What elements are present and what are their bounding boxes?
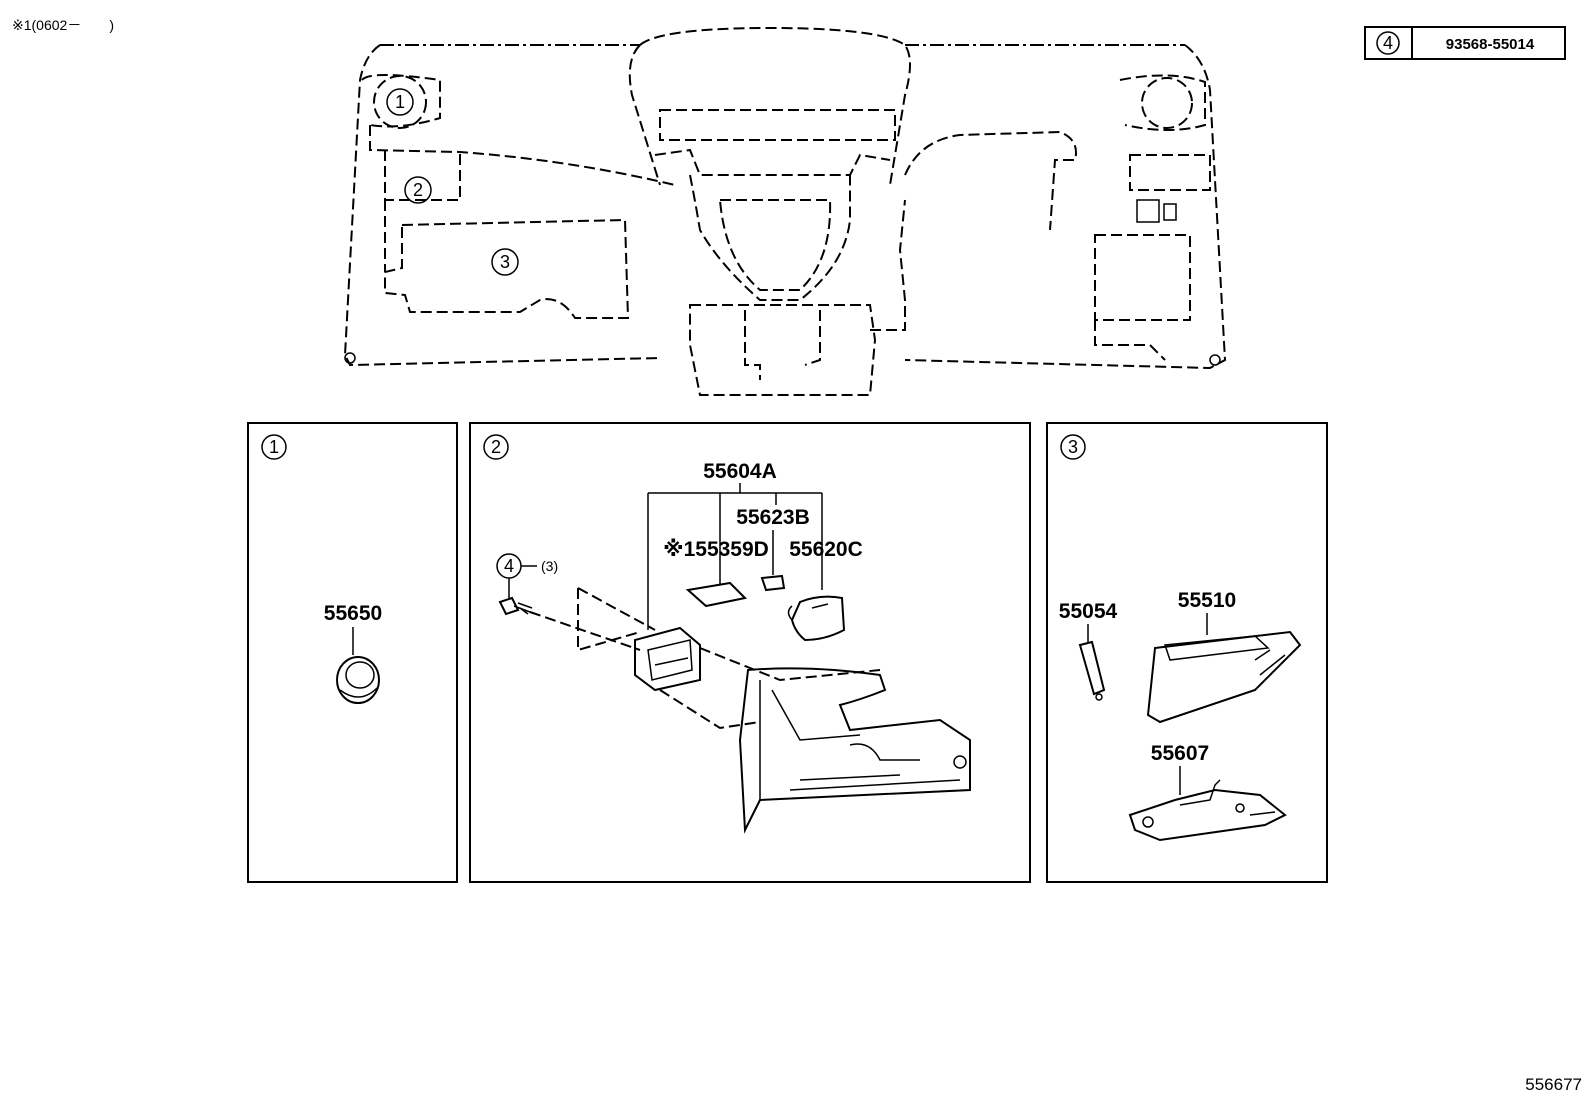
- air-vent-part: [336, 656, 380, 704]
- glove-box-part: [1146, 630, 1302, 724]
- part-55650-label: 55650: [324, 602, 382, 625]
- overview-callout-3: 3: [500, 252, 510, 272]
- effective-date-note: ※1(0602－ ): [12, 17, 114, 33]
- part-55359D-label: ※155359D: [663, 538, 769, 561]
- pad-part: [685, 581, 748, 608]
- striker-part: [1078, 640, 1106, 696]
- part-55510-label: 55510: [1178, 589, 1236, 612]
- panel-1: 1 55650: [247, 422, 458, 883]
- overview-callout-1: 1: [395, 92, 405, 112]
- bolt-ref-number: 4: [504, 556, 514, 576]
- overview-callout-3-ring: [491, 248, 519, 276]
- overview-callout-1-ring: [386, 88, 414, 116]
- dashboard-overview: 1 2 3: [343, 26, 1227, 396]
- fastener-legend: 4 93568-55014: [1364, 26, 1566, 60]
- lid-part: [787, 595, 846, 642]
- diagram-id: 556677: [1525, 1075, 1582, 1094]
- panel-2-number: 2: [491, 437, 501, 457]
- panel-3-number: 3: [1068, 437, 1078, 457]
- bolt-quantity: (3): [541, 558, 558, 574]
- glove-box-frame-part: [1128, 779, 1287, 842]
- bolt-part: [498, 596, 533, 616]
- panel-3: 3 55054 55510 55607: [1046, 422, 1328, 883]
- part-55623B-label: 55623B: [736, 506, 810, 529]
- part-55604A-label: 55604A: [703, 460, 777, 483]
- legend-circle-number: 4: [1383, 33, 1393, 53]
- panel-1-number: 1: [269, 437, 279, 457]
- part-55620C-label: 55620C: [789, 538, 863, 561]
- dashboard-section: [738, 667, 971, 834]
- overview-callout-2-ring: [404, 176, 432, 204]
- overview-callout-2: 2: [413, 180, 423, 200]
- part-55054-label: 55054: [1059, 600, 1118, 623]
- legend-part-code: 93568-55014: [1446, 36, 1535, 53]
- clip-part: [760, 574, 786, 592]
- part-55607-label: 55607: [1151, 742, 1209, 765]
- box-body-part: [634, 626, 701, 692]
- panel-2: 2 55604A 55623B ※155359D 55620C 4 (3): [469, 422, 1031, 883]
